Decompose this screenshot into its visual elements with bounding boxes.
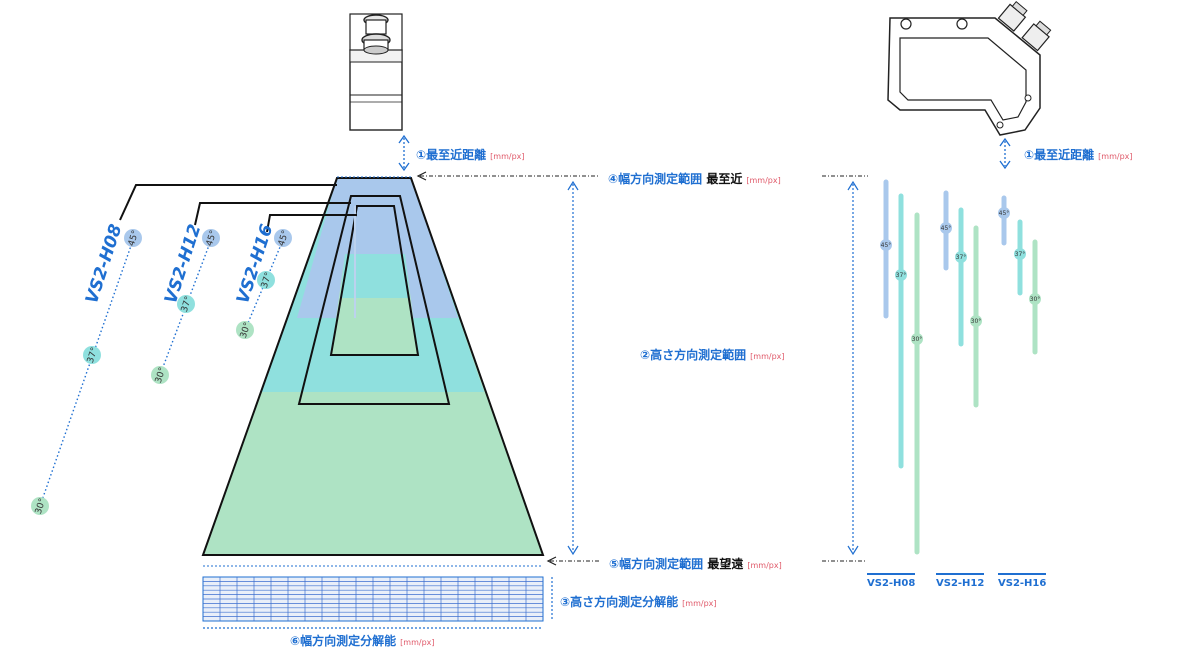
angle-badge-30: 30° (911, 333, 923, 345)
fov-h16-outline (329, 205, 420, 356)
angle-badge-30: 30° (151, 366, 169, 384)
svg-text:45°: 45° (881, 242, 892, 249)
svg-text:45°: 45° (205, 229, 219, 247)
svg-text:30°: 30° (912, 336, 923, 343)
svg-text:45°: 45° (941, 225, 952, 232)
svg-text:37°: 37° (260, 271, 274, 289)
svg-text:30°: 30° (239, 321, 253, 339)
angle-badge-45: 45° (998, 207, 1010, 219)
svg-text:30°: 30° (1030, 296, 1041, 303)
height-resolution-label: ③高さ方向測定分解能[mm/px] (560, 595, 717, 609)
svg-text:45°: 45° (999, 210, 1010, 217)
svg-text:30°: 30° (971, 318, 982, 325)
fov-inner-cyan (340, 254, 410, 298)
fov-45-region (297, 178, 458, 318)
width-resolution-label: ⑥幅方向測定分解能[mm/px] (290, 634, 435, 648)
angle-badge-37: 37° (177, 295, 195, 313)
fov-h12-outline (297, 195, 451, 405)
svg-text:30°: 30° (34, 497, 48, 515)
angle-badge-37: 37° (955, 251, 967, 263)
svg-text:37°: 37° (1015, 251, 1026, 258)
angle-badges-right: 45° 37° 30° 45° 37° 30° 45° 37° 30° (880, 207, 1041, 345)
sensor-side-view-icon (887, 1, 1052, 136)
angle-badge-45: 45° (124, 229, 142, 247)
angle-badge-37: 37° (83, 346, 101, 364)
angle-badges-left: 45° 37° 30° 45° 37° 30° 45° 37° 30° (31, 229, 292, 515)
bottom-model-h08: VS2-H08 (867, 573, 916, 589)
svg-text:45°: 45° (127, 229, 141, 247)
min-distance-arrow (398, 134, 410, 172)
fov-outline (201, 177, 545, 556)
svg-text:37°: 37° (956, 254, 967, 261)
width-far-label: ⑤幅方向測定範囲 最望遠[mm/px] (609, 557, 782, 571)
angle-badge-45: 45° (880, 239, 892, 251)
sensor-camera-icon (349, 13, 403, 131)
model-connector-lines (119, 184, 357, 233)
angle-badge-37: 37° (1014, 248, 1026, 260)
svg-text:37°: 37° (180, 295, 194, 313)
min-distance-label-right: ①最至近距離[mm/px] (1024, 148, 1133, 162)
bottom-model-h12: VS2-H12 (936, 573, 985, 589)
min-distance-arrow-right (999, 137, 1011, 170)
width-near-arrow (416, 171, 868, 181)
angle-badge-45: 45° (940, 222, 952, 234)
bottom-model-h16: VS2-H16 (998, 573, 1047, 589)
angle-badge-45: 45° (202, 229, 220, 247)
min-distance-label: ①最至近距離[mm/px] (416, 148, 525, 162)
angle-badge-37: 37° (257, 271, 275, 289)
svg-text:30°: 30° (154, 366, 168, 384)
angle-badge-30: 30° (970, 315, 982, 327)
svg-text:37°: 37° (896, 272, 907, 279)
angle-badge-37: 37° (895, 269, 907, 281)
height-range-label: ②高さ方向測定範囲[mm/px] (640, 348, 785, 362)
angle-badge-45: 45° (274, 229, 292, 247)
width-near-label: ④幅方向測定範囲 最至近[mm/px] (608, 172, 781, 186)
range-bars (883, 179, 1038, 555)
height-range-arrow (567, 180, 859, 556)
angle-badge-30: 30° (31, 497, 49, 515)
svg-text:37°: 37° (86, 346, 100, 364)
angle-badge-30: 30° (236, 321, 254, 339)
width-far-arrow (546, 556, 865, 566)
resolution-grid (202, 576, 544, 622)
svg-text:45°: 45° (277, 229, 291, 247)
angle-badge-30: 30° (1029, 293, 1041, 305)
